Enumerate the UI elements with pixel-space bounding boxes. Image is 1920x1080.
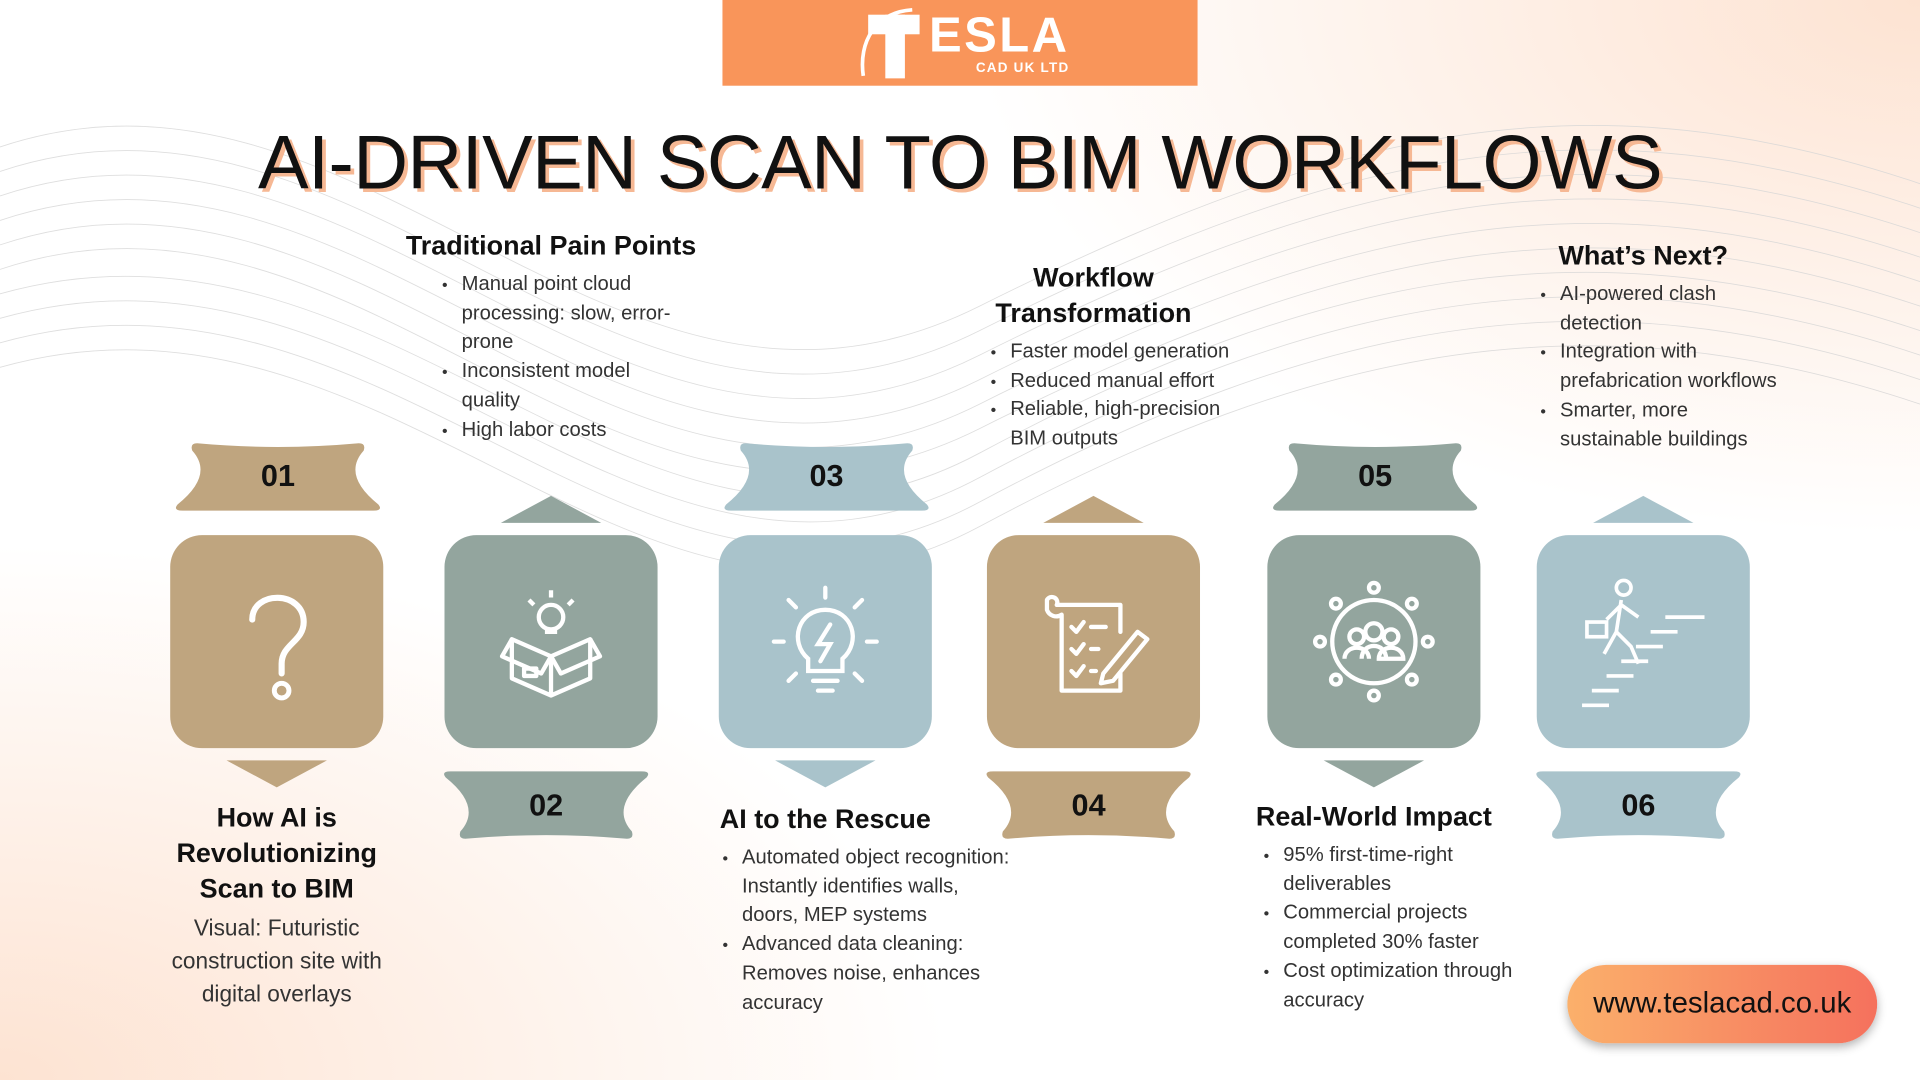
question-icon <box>249 594 307 701</box>
step-text-block: Traditional Pain Points Manual point clo… <box>398 228 704 445</box>
team-icon <box>1312 580 1435 703</box>
bullet-item: Commercial projects completed 30% faster <box>1264 899 1534 957</box>
step-number: 05 <box>1358 458 1393 493</box>
bullet-item: High labor costs <box>442 416 682 445</box>
lightbulb-icon <box>771 585 879 693</box>
stairs-growth-icon <box>1582 578 1705 708</box>
step-text-block: Workflow Transformation Faster model gen… <box>940 260 1246 454</box>
bullet-item: Smarter, more sustainable buildings <box>1540 397 1793 455</box>
logo-t-icon <box>860 7 920 79</box>
down-arrow-icon <box>1323 760 1425 788</box>
step-bullets: Automated object recognition: Instantly … <box>720 844 1011 1018</box>
step-number-tag: 04 <box>981 770 1197 841</box>
logo-subtext: CAD UK LTD <box>975 60 1070 76</box>
step-number: 04 <box>1071 787 1106 823</box>
step-card-06 <box>1536 535 1750 749</box>
step-bullets: Manual point cloud processing: slow, err… <box>440 271 682 445</box>
step-title: AI to the Rescue <box>719 803 931 834</box>
step-number-tag: 06 <box>1531 770 1747 841</box>
bullet-item: Integration with prefabrication workflow… <box>1540 338 1793 396</box>
step-bullets: AI-powered clash detectionIntegration wi… <box>1538 280 1793 454</box>
website-link-button[interactable]: www.teslacad.co.uk <box>1567 964 1878 1044</box>
logo-text: ESLA <box>928 7 1070 62</box>
up-arrow-icon <box>500 495 602 523</box>
step-bullets: Faster model generationReduced manual ef… <box>988 338 1261 454</box>
bullet-item: Cost optimization through accuracy <box>1264 957 1534 1015</box>
up-arrow-icon <box>1593 495 1694 523</box>
step-number: 01 <box>260 458 295 493</box>
up-arrow-icon <box>1043 495 1144 523</box>
bullet-item: Inconsistent model quality <box>442 358 682 416</box>
step-number: 06 <box>1621 787 1656 823</box>
step-title: What’s Next? <box>1558 240 1729 271</box>
step-text-block: AI to the Rescue Automated object recogn… <box>672 801 1010 1018</box>
down-arrow-icon <box>775 760 876 788</box>
step-bullets: 95% first-time-right deliverablesCommerc… <box>1261 841 1534 1015</box>
down-arrow-icon <box>226 760 327 788</box>
logo-words: ESLA CAD UK LTD <box>929 9 1069 76</box>
bullet-item: Reduced manual effort <box>991 367 1261 396</box>
box-lightbulb-icon <box>499 590 603 698</box>
step-card-03 <box>718 535 932 749</box>
step-card-02 <box>444 535 658 749</box>
step-number-tag: 02 <box>438 770 654 841</box>
step-number: 02 <box>529 787 564 823</box>
step-card-01 <box>170 535 384 749</box>
logo: ESLA CAD UK LTD <box>722 0 1198 86</box>
bullet-item: Automated object recognition: Instantly … <box>722 844 1011 931</box>
step-number-tag: 01 <box>170 441 386 512</box>
checklist-icon <box>1044 594 1150 693</box>
step-number-tag: 05 <box>1267 441 1483 512</box>
page-title: AI-DRIVEN SCAN TO BIM WORKFLOWS <box>258 121 1663 206</box>
step-title: Traditional Pain Points <box>405 230 697 261</box>
step-title: Real-World Impact <box>1255 800 1492 832</box>
bullet-item: Faster model generation <box>991 338 1261 367</box>
step-text-block: What’s Next? AI-powered clash detectionI… <box>1490 238 1796 455</box>
bullet-item: Reliable, high-precision BIM outputs <box>991 396 1261 454</box>
step-text-block: How AI is Revolutionizing Scan to BIM Vi… <box>136 800 418 1011</box>
step-title: How AI is Revolutionizing Scan to BIM <box>176 802 377 904</box>
step-description: Visual: Futuristic construction site wit… <box>171 914 382 1007</box>
step-title: Workflow Transformation <box>995 262 1192 329</box>
step-card-04 <box>986 535 1201 749</box>
step-number-tag: 03 <box>719 441 935 512</box>
step-card-05 <box>1267 535 1481 749</box>
step-number: 03 <box>809 458 844 493</box>
bullet-item: Advanced data cleaning: Removes noise, e… <box>722 931 1011 1018</box>
bullet-item: Manual point cloud processing: slow, err… <box>442 271 682 358</box>
step-text-block: Real-World Impact 95% first-time-right d… <box>1221 798 1527 1015</box>
bullet-item: 95% first-time-right deliverables <box>1264 841 1534 899</box>
bullet-item: AI-powered clash detection <box>1540 280 1793 338</box>
